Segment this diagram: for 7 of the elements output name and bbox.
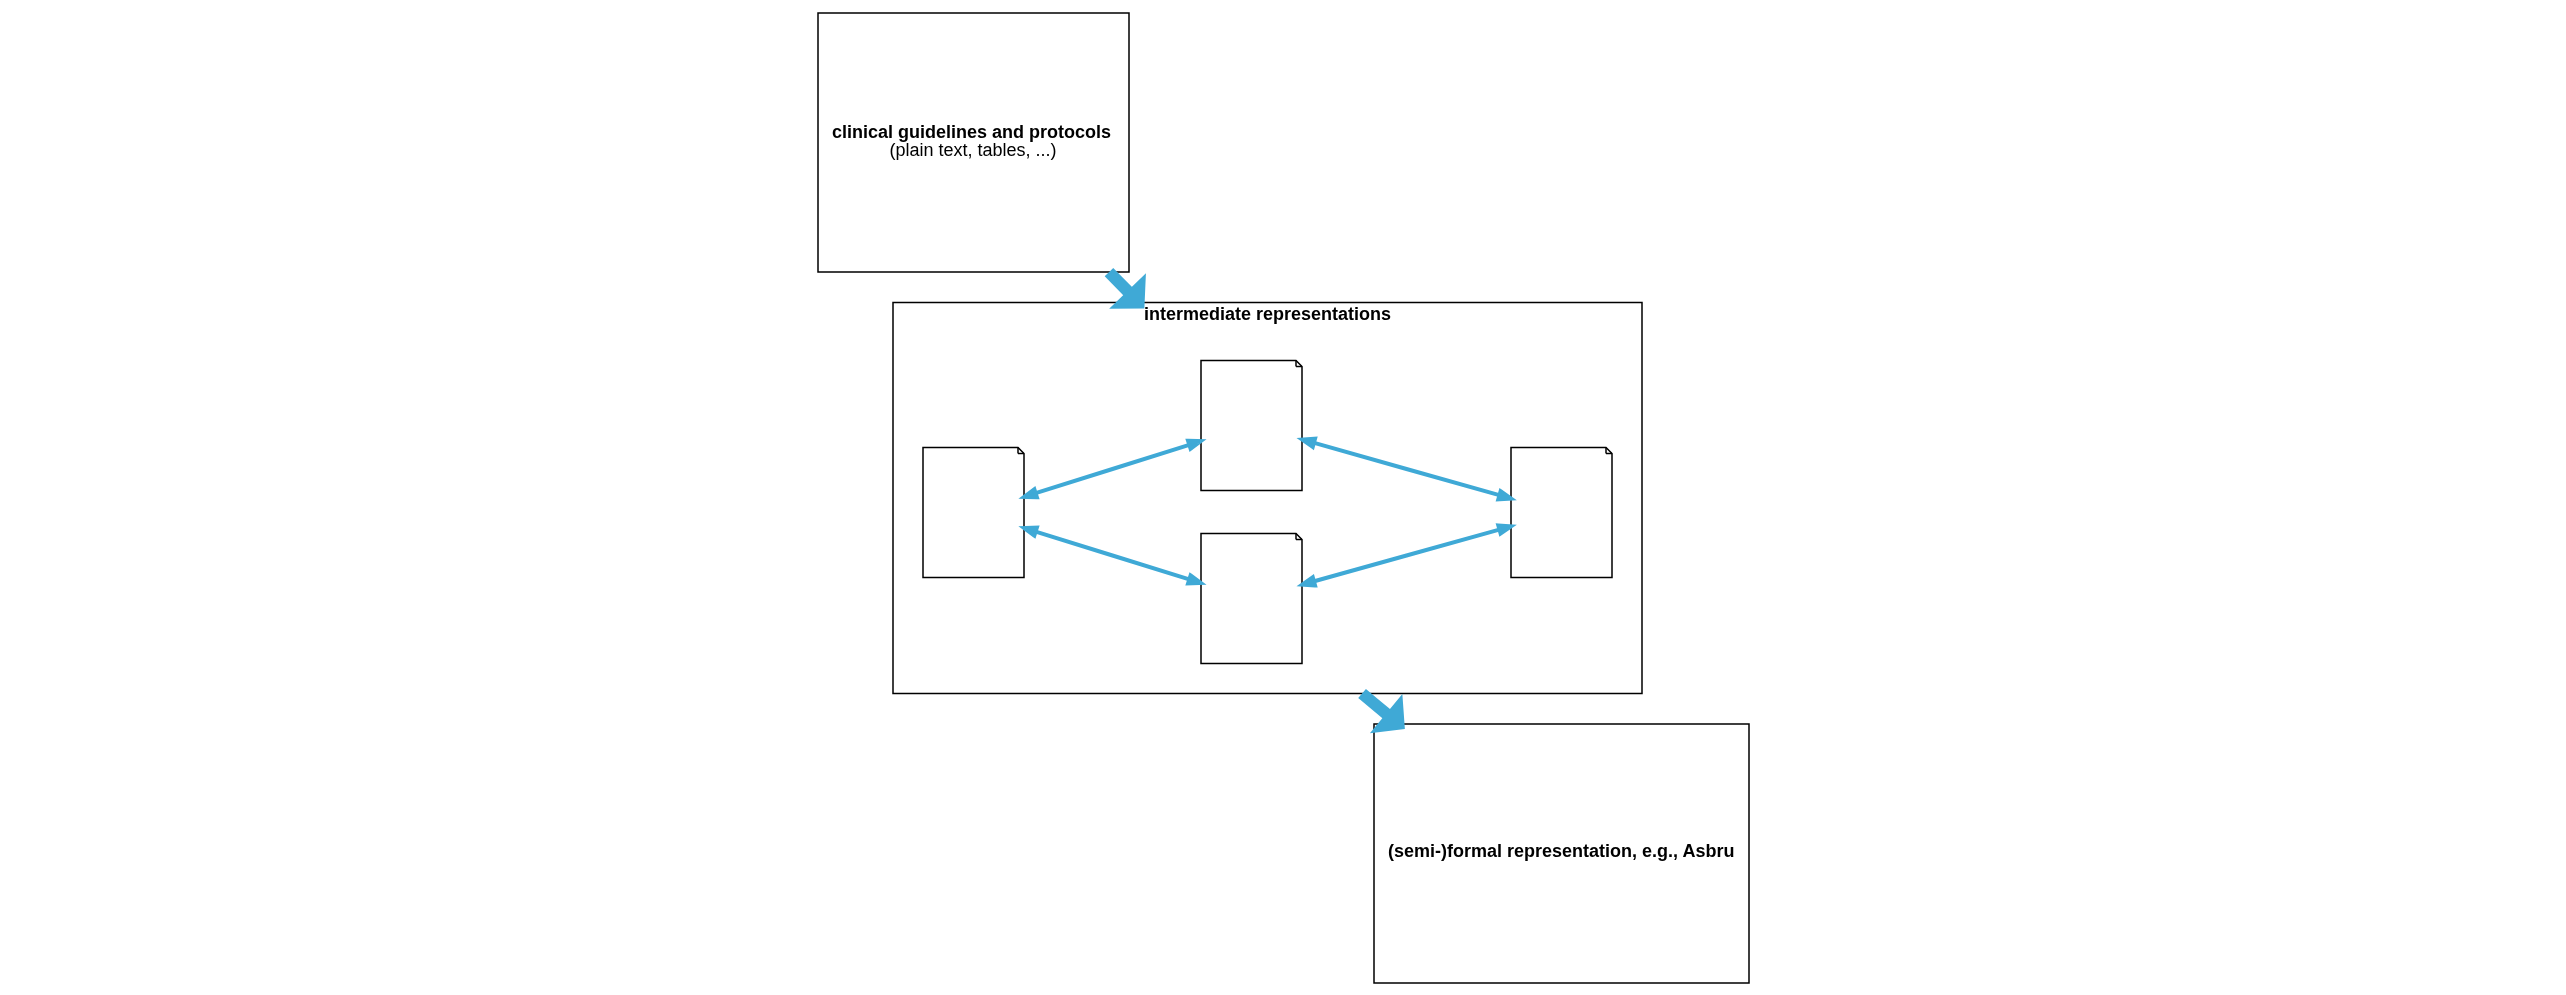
node-box: (semi-)formal representation, e.g., Asbru — [1372, 722, 1750, 984]
arrow — [1296, 436, 1517, 501]
cluster: intermediate representations — [891, 301, 1643, 694]
arrow — [1104, 267, 1146, 309]
node-box: clinical guidelines and protocols (plain text, tables, ...) — [816, 11, 1130, 273]
arrow — [1357, 688, 1405, 733]
arrow — [1017, 524, 1207, 586]
